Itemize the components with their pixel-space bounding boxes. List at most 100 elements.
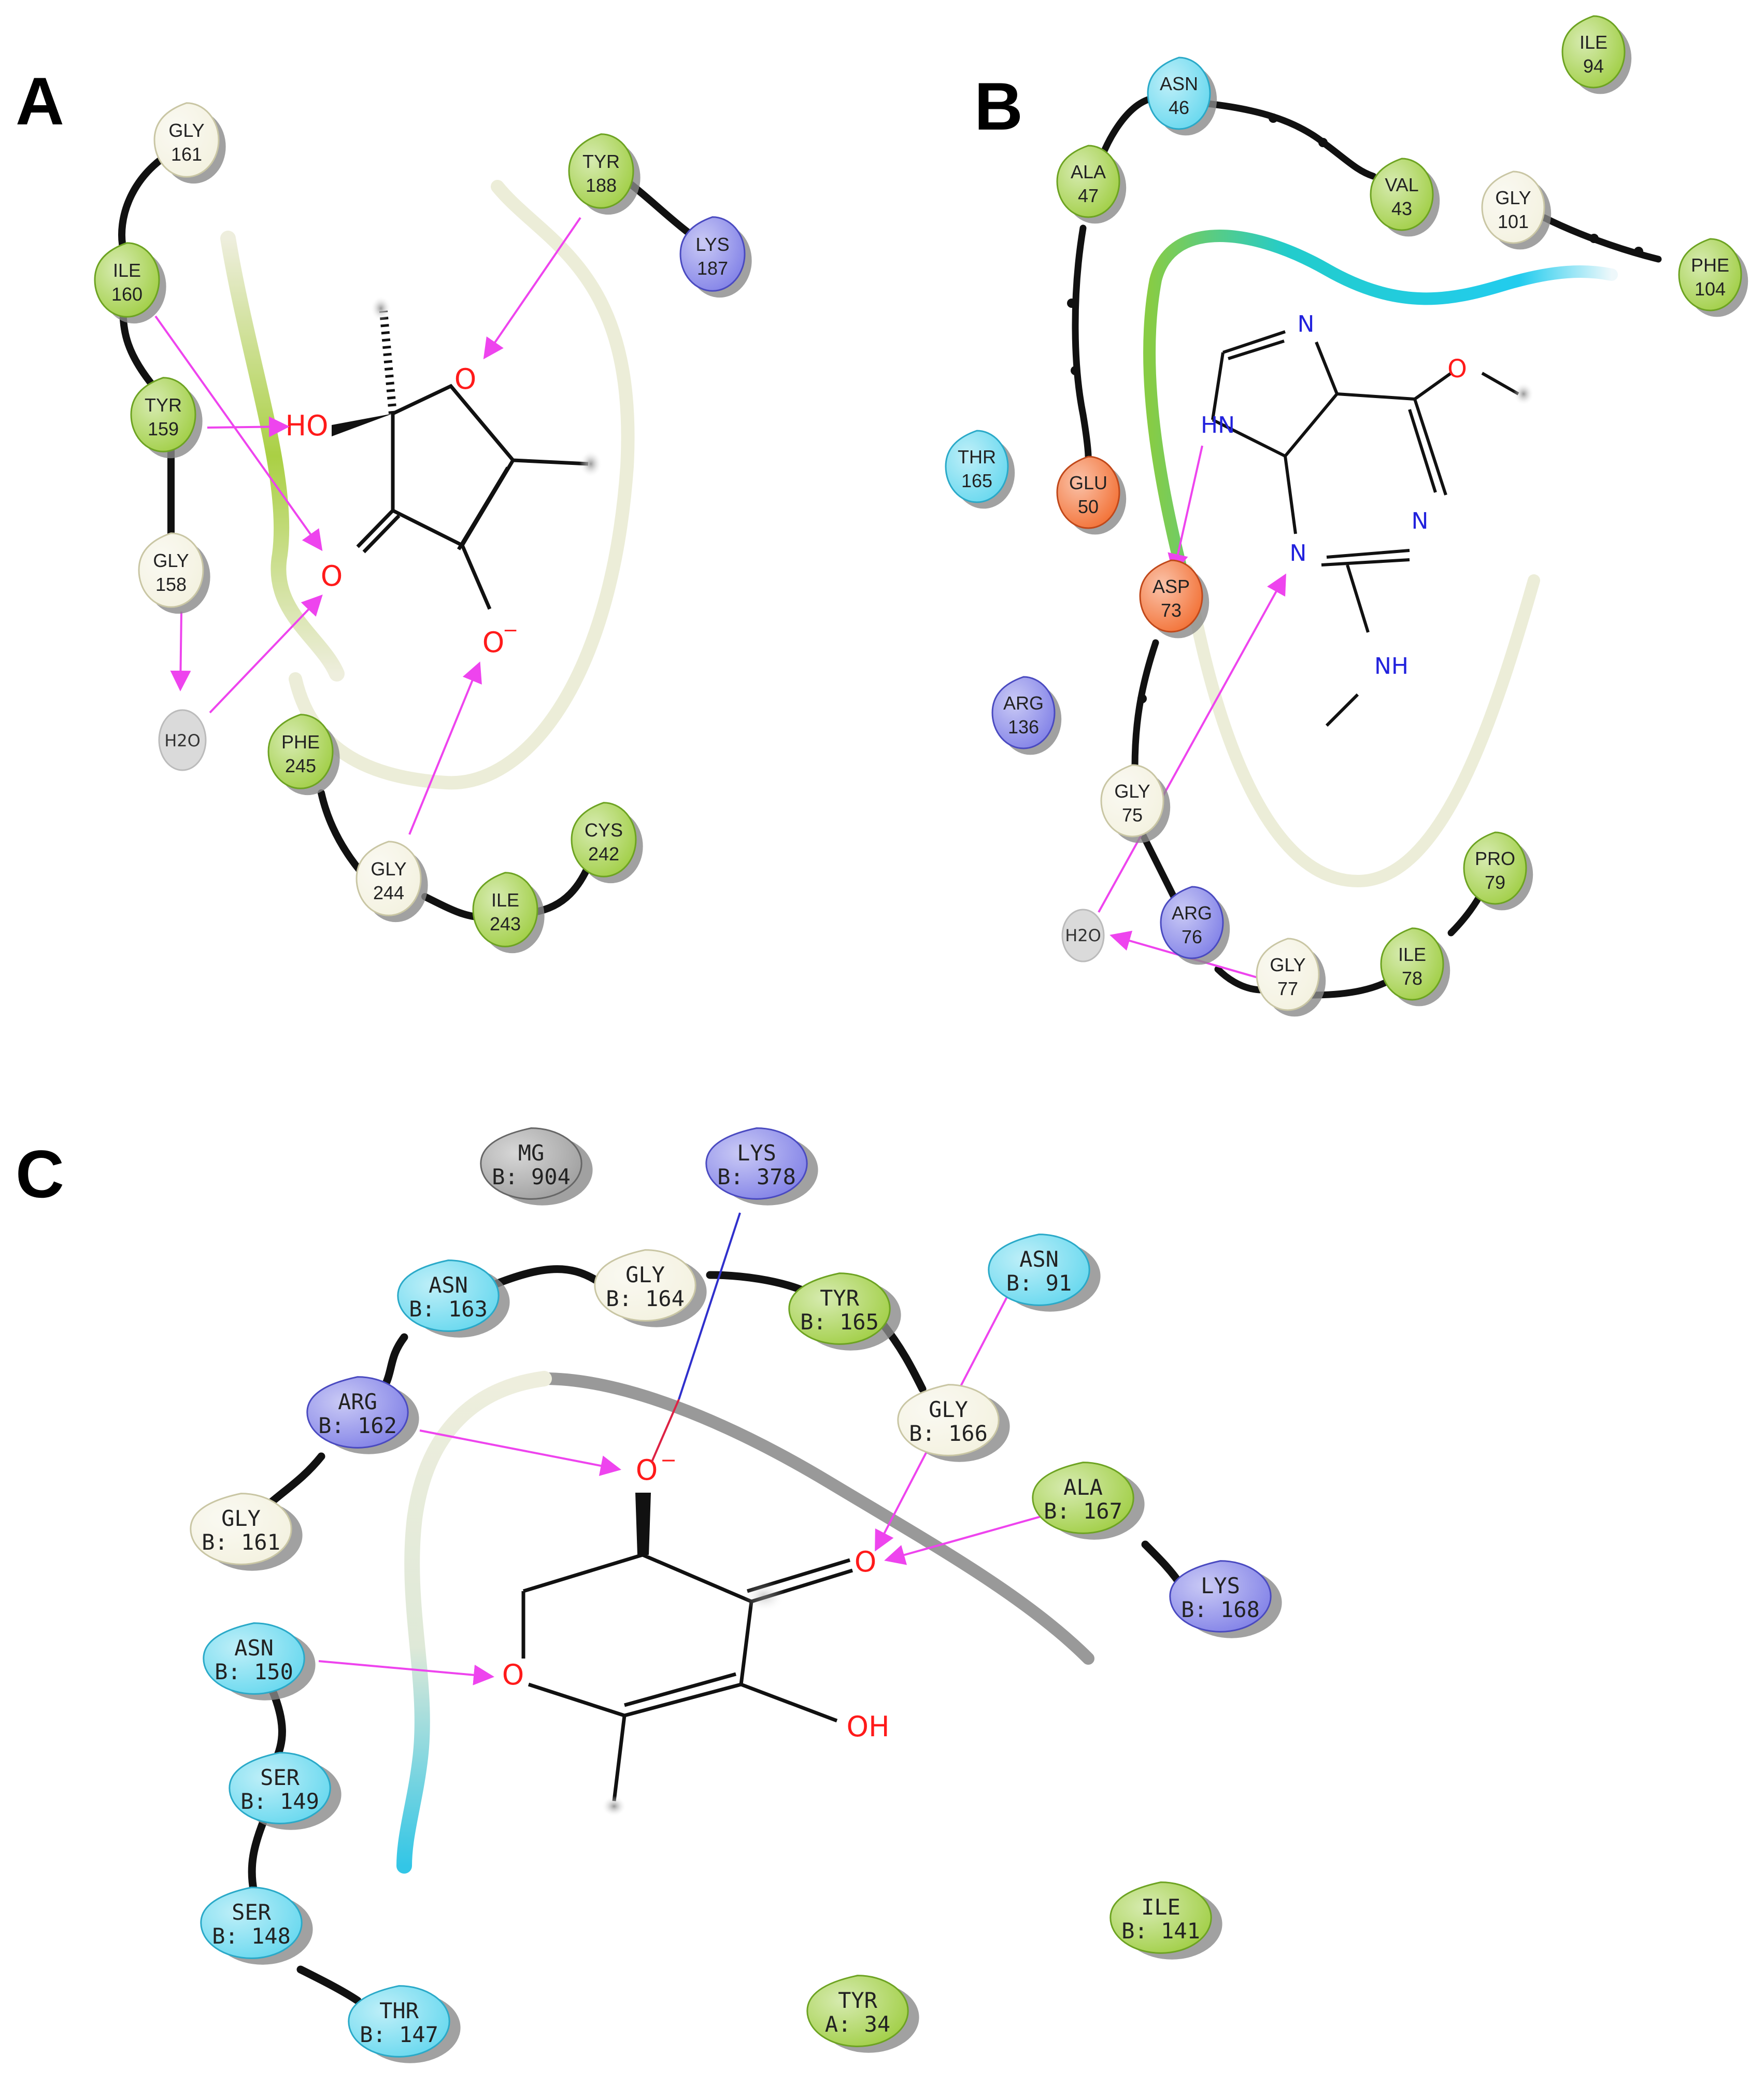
residue-disk — [568, 133, 634, 209]
solvent-exposure-marker — [579, 450, 602, 477]
residue-number: 160 — [111, 284, 143, 305]
residue-disk — [788, 1272, 891, 1345]
keto-oxygen-c: O — [855, 1546, 877, 1578]
solvent-exposure-marker — [744, 1581, 785, 1612]
wedge-bond — [635, 1493, 651, 1555]
residue-name: ILE — [491, 889, 519, 911]
pocket-contour-gray-c — [538, 1372, 1094, 1665]
residue-name: ARG — [1172, 902, 1212, 924]
residue-disk — [153, 102, 220, 178]
residue-name: PHE — [1691, 254, 1729, 276]
residue-disk — [679, 216, 746, 292]
residue-number: 187 — [697, 258, 728, 279]
panel-c-label: C — [16, 1136, 64, 1212]
residue-disk — [1139, 559, 1203, 633]
residue-number: 244 — [373, 882, 404, 903]
residue-number: B: 166 — [909, 1421, 988, 1446]
residue-disk — [138, 532, 204, 608]
residue-number: B: 378 — [717, 1164, 796, 1189]
backbone-c1 — [488, 1265, 1186, 1590]
residue-number: B: 165 — [800, 1309, 879, 1335]
residue-disk — [806, 1975, 909, 2047]
pocket-contour-gray-b — [1180, 564, 1540, 888]
residue-disk — [705, 1127, 808, 1200]
hydroxyl-oh: OH — [846, 1710, 889, 1743]
residue-number: 77 — [1277, 978, 1298, 999]
residue-name: ASP — [1153, 576, 1190, 597]
residue-name: VAL — [1385, 174, 1418, 195]
residue-disk — [991, 676, 1056, 749]
residue-disk — [1056, 456, 1120, 529]
wedge-bond — [332, 414, 393, 436]
panel-c: C O − O O OH — [16, 1136, 1186, 2005]
residue-disk — [1056, 145, 1120, 218]
hbonds-a — [154, 217, 581, 835]
residue-name: MG — [518, 1140, 545, 1166]
ring-oxygen-c: O — [502, 1659, 524, 1691]
residue-number: B: 149 — [240, 1789, 319, 1814]
residue-name: GLY — [371, 858, 406, 880]
residue-name: ILE — [113, 260, 141, 281]
residue-number: 242 — [588, 843, 619, 865]
residues: GLY161ILE160TYR159GLY158TYR188LYS187PHE2… — [94, 15, 1748, 2063]
salt-bridge-upper — [678, 1212, 741, 1400]
residue-disk — [190, 1493, 292, 1565]
residue-number: B: 167 — [1044, 1498, 1122, 1524]
residue-name: GLY — [153, 550, 189, 571]
residue-name: GLY — [625, 1262, 665, 1287]
residue-disk — [472, 872, 538, 947]
pocket-contour-gray — [289, 180, 635, 790]
residue-number: B: 147 — [360, 2022, 438, 2047]
residue-number: 43 — [1391, 198, 1412, 219]
residue-disk — [1380, 927, 1444, 1001]
residue-number: B: 162 — [318, 1413, 397, 1438]
backbone-b4 — [1131, 639, 1486, 999]
amine-nh: NH — [1374, 653, 1409, 679]
residue-number: 158 — [155, 574, 187, 595]
residue-number: 104 — [1695, 278, 1726, 300]
residue-name: GLY — [168, 120, 204, 141]
residue-disk — [1160, 886, 1224, 959]
residue-name: THR — [379, 1998, 419, 2023]
residue-disk — [130, 377, 196, 452]
backbone-b2 — [1072, 224, 1092, 460]
residue-disk — [1256, 938, 1320, 1011]
residue-number: A: 34 — [825, 2011, 890, 2037]
residue-number: B: 163 — [409, 1296, 488, 1322]
residue-b-val43: VAL 43 — [1370, 158, 1440, 237]
residue-name: GLY — [929, 1397, 968, 1422]
panel-b: B — [974, 68, 1662, 999]
residue-name: ARG — [1003, 692, 1044, 714]
residue-number: 79 — [1485, 872, 1505, 893]
residue-name: SER — [232, 1900, 272, 1925]
residue-name: ILE — [1398, 944, 1426, 965]
ring-oxygen: O — [454, 363, 477, 395]
residue-disk — [945, 430, 1009, 503]
enolate-oxygen: O — [482, 626, 505, 659]
residue-name: THR — [958, 446, 996, 467]
residue-a-ile160: ILE 160 — [94, 242, 166, 324]
residue-number: B: 150 — [215, 1659, 293, 1684]
salt-bridge-lower — [651, 1399, 680, 1462]
backbone-b1 — [1090, 94, 1377, 190]
residue-disk — [571, 802, 637, 877]
residue-disk — [1032, 1462, 1134, 1534]
residue-name: GLY — [1114, 781, 1150, 802]
residue-number: B: 91 — [1006, 1270, 1072, 1296]
